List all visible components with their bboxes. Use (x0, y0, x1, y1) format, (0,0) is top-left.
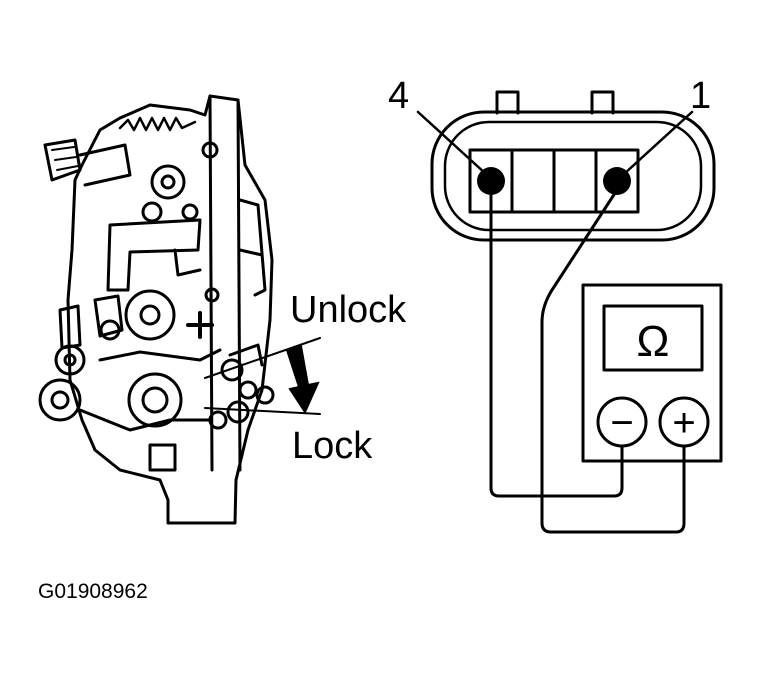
ohm-symbol: Ω (637, 317, 670, 366)
pin-1-leader (622, 110, 694, 176)
connector (430, 90, 716, 242)
ohmmeter (581, 283, 723, 463)
down-arrow-icon (285, 344, 320, 415)
positive-symbol: + (672, 401, 695, 445)
unlock-lock-indicator (204, 337, 321, 415)
pin-4-terminal (477, 167, 505, 195)
unlock-label: Unlock (290, 289, 407, 331)
test-leads (489, 188, 686, 534)
negative-symbol: − (610, 401, 633, 445)
pin-4-leader (416, 110, 488, 176)
door-lock-actuator (38, 94, 275, 525)
pin-4-label: 4 (388, 75, 409, 117)
figure-id: G01908962 (38, 580, 148, 603)
lock-label: Lock (292, 425, 373, 467)
pin-1-label: 1 (690, 75, 711, 117)
